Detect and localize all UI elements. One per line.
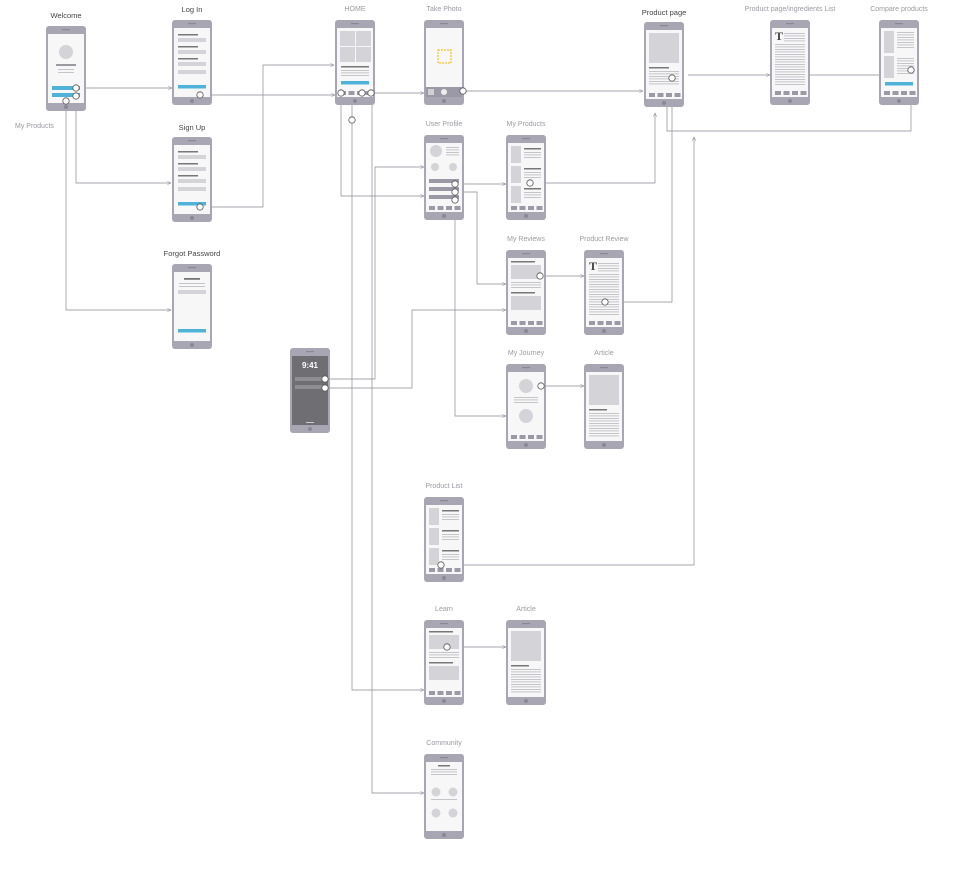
label-learn: Learn — [435, 606, 453, 613]
connector-dot-19[interactable] — [321, 375, 329, 383]
screen-myproducts[interactable] — [506, 135, 546, 220]
connector-dot-9[interactable] — [459, 87, 467, 95]
connector-dot-15[interactable] — [526, 179, 534, 187]
connector-line-21 — [441, 137, 694, 566]
screen-productpage[interactable] — [644, 22, 684, 107]
label-productreview: Product Review — [579, 236, 629, 243]
connector-dot-1[interactable] — [72, 84, 80, 92]
screen-login[interactable] — [172, 20, 212, 105]
screen-article1[interactable] — [584, 364, 624, 449]
svg-text:T: T — [589, 259, 597, 273]
connector-dot-3[interactable] — [62, 97, 70, 105]
label-userprofile: User Profile — [425, 121, 463, 128]
screen-productlist[interactable] — [424, 497, 464, 582]
screen-forgot[interactable] — [172, 264, 212, 349]
connector-dot-22[interactable] — [443, 643, 451, 651]
screen-home[interactable] — [335, 20, 375, 105]
lock-time: 9:41 — [302, 361, 319, 370]
connector-dot-18[interactable] — [537, 382, 545, 390]
connector-line-16 — [605, 78, 672, 303]
screen-article2[interactable] — [506, 620, 546, 705]
screen-userprofile[interactable] — [424, 135, 464, 220]
label-myreviews: My Reviews — [507, 236, 545, 243]
connector-dot-8[interactable] — [358, 89, 366, 97]
connector-line-13 — [530, 113, 655, 184]
screen-signup[interactable] — [172, 137, 212, 222]
screen-notification[interactable]: 9:41 — [290, 348, 330, 433]
screen-myjourney[interactable] — [506, 364, 546, 449]
side-label: My Products — [15, 123, 54, 130]
connector-dot-23[interactable] — [348, 116, 356, 124]
connector-line-3 — [65, 101, 171, 310]
label-community: Community — [426, 740, 462, 747]
label-forgot: Forgot Password — [163, 249, 221, 258]
screen-compare[interactable] — [879, 20, 919, 105]
connector-dot-10[interactable] — [668, 74, 676, 82]
label-signup: Sign Up — [178, 123, 206, 132]
connector-line-20 — [325, 310, 506, 389]
screen-learn[interactable] — [424, 620, 464, 705]
label-productlist: Product List — [425, 483, 463, 490]
label-article2: Article — [516, 606, 536, 613]
connector-line-17 — [454, 200, 506, 416]
label-takephoto: Take Photo — [426, 6, 462, 13]
connector-dot-12[interactable] — [451, 180, 459, 188]
screen-myreviews[interactable] — [506, 250, 546, 335]
screen-takephoto[interactable] — [424, 20, 464, 105]
label-article1: Article — [594, 350, 614, 357]
label-myjourney: My Journey — [507, 350, 545, 357]
connector-line-24 — [371, 93, 424, 793]
screen-productreview[interactable]: T — [584, 250, 624, 335]
connector-dot-5[interactable] — [196, 203, 204, 211]
connector-dot-4[interactable] — [196, 91, 204, 99]
label-productpage: Product page — [641, 8, 687, 17]
label-login: Log In — [181, 5, 203, 14]
screen-ingredients[interactable]: T — [770, 20, 810, 105]
label-home: HOME — [344, 6, 366, 13]
label-myproducts: My Products — [506, 121, 546, 128]
connector-dot-7[interactable] — [367, 89, 375, 97]
connector-line-11 — [340, 93, 424, 196]
connector-dot-20[interactable] — [321, 384, 329, 392]
connector-line-2 — [75, 96, 171, 183]
screen-community[interactable] — [424, 754, 464, 839]
label-compare: Compare products — [870, 6, 928, 13]
connector-dot-17[interactable] — [601, 298, 609, 306]
connector-line-19 — [325, 167, 424, 380]
connector-dot-16[interactable] — [536, 272, 544, 280]
connector-dot-6[interactable] — [337, 89, 345, 97]
label-ingredients: Product page/ingredients List — [744, 6, 836, 13]
connector-dot-14[interactable] — [451, 196, 459, 204]
connector-dots — [62, 66, 915, 651]
screens-layer: T T 9:41 — [46, 20, 919, 839]
connector-line-5 — [200, 65, 334, 208]
connector-dot-13[interactable] — [451, 188, 459, 196]
connector-dot-21[interactable] — [437, 561, 445, 569]
connector-line-14 — [455, 191, 506, 284]
connector-dot-11[interactable] — [907, 66, 915, 74]
svg-text:T: T — [775, 29, 783, 43]
connector-line-22 — [351, 95, 424, 690]
connector-dot-2[interactable] — [72, 92, 80, 100]
label-welcome: Welcome — [50, 11, 82, 20]
